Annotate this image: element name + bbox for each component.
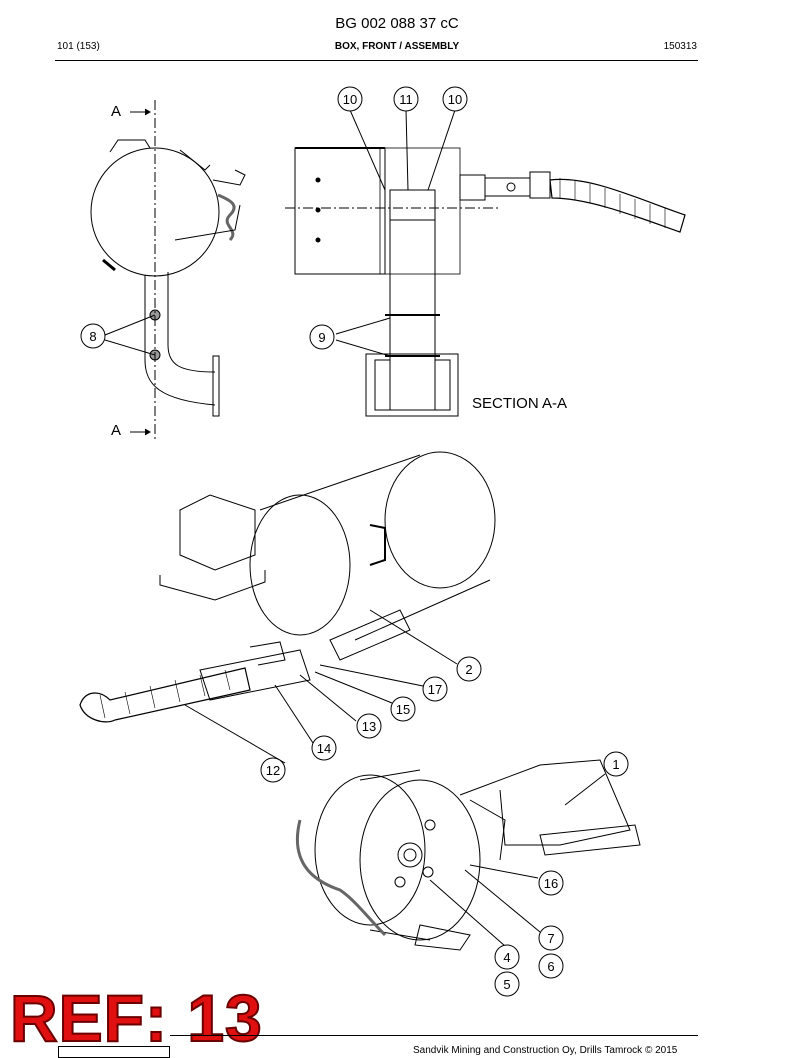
footer-copyright: Sandvik Mining and Construction Oy, Dril…	[413, 1045, 678, 1056]
callout-8: 8	[89, 329, 96, 344]
brand-logo-box	[58, 1046, 170, 1058]
callout-9: 9	[318, 330, 325, 345]
section-labels: A A SECTION A-A	[111, 103, 567, 439]
section-marker-top: A	[111, 103, 121, 120]
callout-17: 17	[428, 682, 442, 697]
callout-14: 14	[317, 741, 331, 756]
callout-13: 13	[362, 719, 376, 734]
callout-1: 1	[612, 757, 619, 772]
ref-stamp: REF: 13	[9, 981, 263, 1055]
iso-view-hose	[79, 451, 496, 723]
side-view	[90, 100, 246, 440]
callout-4: 4	[503, 950, 510, 965]
callout-16: 16	[544, 876, 558, 891]
callout-10a: 10	[343, 92, 357, 107]
header-divider	[55, 60, 698, 61]
iso-view-assembly	[295, 759, 641, 951]
callout-15: 15	[396, 702, 410, 717]
callout-2: 2	[465, 662, 472, 677]
callout-11: 11	[399, 92, 413, 107]
leader-lines	[104, 109, 606, 947]
callout-12: 12	[266, 763, 280, 778]
page-number: 101 (153)	[57, 41, 100, 52]
date-code: 150313	[663, 41, 697, 52]
document-code: BG 002 088 37 cC	[335, 15, 459, 32]
callout-10b: 10	[448, 92, 462, 107]
section-marker-bottom: A	[111, 422, 121, 439]
callout-numbers: 10 11 10 8 9 2 17 15 13 14 12 1 16 7 4 6…	[89, 92, 619, 992]
section-caption: SECTION A-A	[472, 395, 567, 412]
callout-6: 6	[547, 959, 554, 974]
callout-bubbles	[80, 86, 629, 997]
section-view	[285, 147, 686, 417]
footer-divider	[170, 1035, 698, 1036]
page-title: BOX, FRONT / ASSEMBLY	[334, 41, 460, 52]
callout-5: 5	[503, 977, 510, 992]
callout-7: 7	[547, 931, 554, 946]
